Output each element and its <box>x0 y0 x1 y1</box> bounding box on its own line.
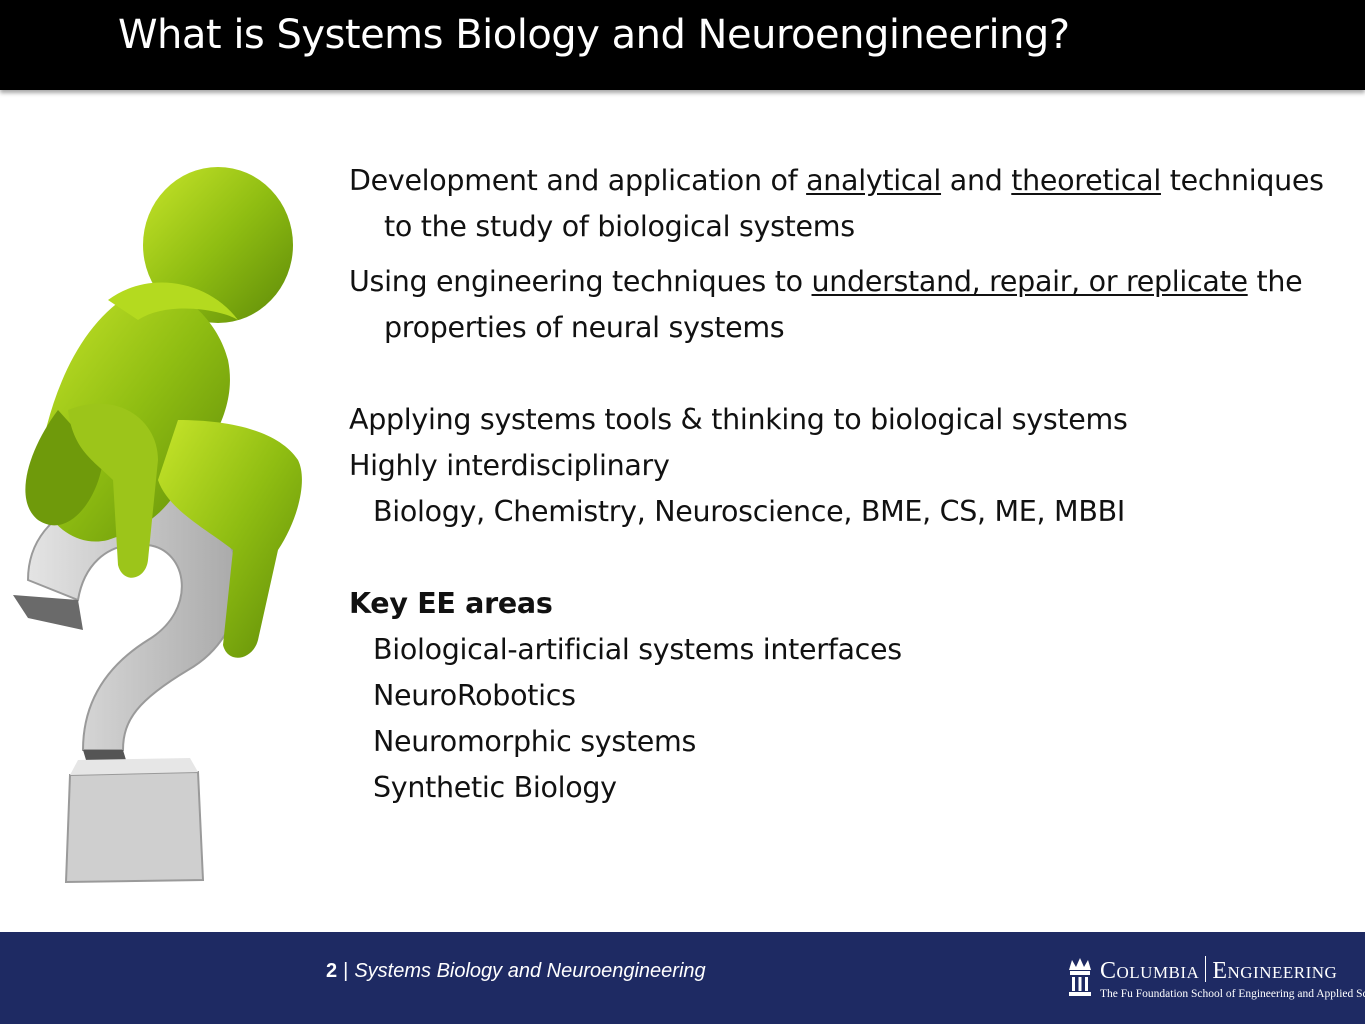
key-areas-heading: Key EE areas <box>349 587 553 620</box>
def2-text-end: the properties of neural systems <box>384 265 1303 344</box>
logo-wordmark: Columbia Engineering <box>1100 956 1337 985</box>
underlined-analytical: analytical <box>806 164 942 197</box>
columbia-engineering-logo: Columbia Engineering The Fu Foundation Sc… <box>1066 954 1365 1014</box>
key-area-item: Synthetic Biology <box>373 771 617 804</box>
def1-text-mid: and <box>941 164 1012 197</box>
logo-engineering: Engineering <box>1212 958 1338 984</box>
key-area-item: NeuroRobotics <box>373 679 576 712</box>
def1-text-end: techniques to the study of biological sy… <box>384 164 1324 243</box>
disciplines-list: Biology, Chemistry, Neuroscience, BME, C… <box>373 495 1125 528</box>
def2-text-start: Using engineering techniques to <box>349 265 812 298</box>
page-number: 2 <box>326 960 338 982</box>
logo-subtitle: The Fu Foundation School of Engineering … <box>1100 988 1365 1000</box>
definition-engineering-techniques: Using engineering techniques to understa… <box>349 259 1339 351</box>
point-systems-tools: Applying systems tools & thinking to bio… <box>349 403 1128 436</box>
columbia-crown-icon <box>1069 958 1091 996</box>
slide-body: Development and application of analytica… <box>349 158 1339 811</box>
underlined-understand-repair-replicate: understand, repair, or replicate <box>811 265 1248 298</box>
key-area-item: Neuromorphic systems <box>373 725 697 758</box>
title-bar: What is Systems Biology and Neuroenginee… <box>0 0 1365 90</box>
footer-bar: 2|Systems Biology and Neuroengineering C… <box>0 932 1365 1024</box>
underlined-theoretical: theoretical <box>1011 164 1161 197</box>
footer-course-title: Systems Biology and Neuroengineering <box>354 960 706 982</box>
logo-columbia: Columbia <box>1100 958 1200 984</box>
point-interdisciplinary: Highly interdisciplinary <box>349 449 670 482</box>
def1-text-start: Development and application of <box>349 164 807 197</box>
slide-title: What is Systems Biology and Neuroenginee… <box>118 12 1070 58</box>
key-area-item: Biological-artificial systems interfaces <box>373 633 902 666</box>
footer-page-info: 2|Systems Biology and Neuroengineering <box>326 960 706 983</box>
thinker-on-question-mark-illustration <box>13 167 302 884</box>
footer-separator: | <box>343 960 349 982</box>
definition-analytical-theoretical: Development and application of analytica… <box>349 158 1339 250</box>
